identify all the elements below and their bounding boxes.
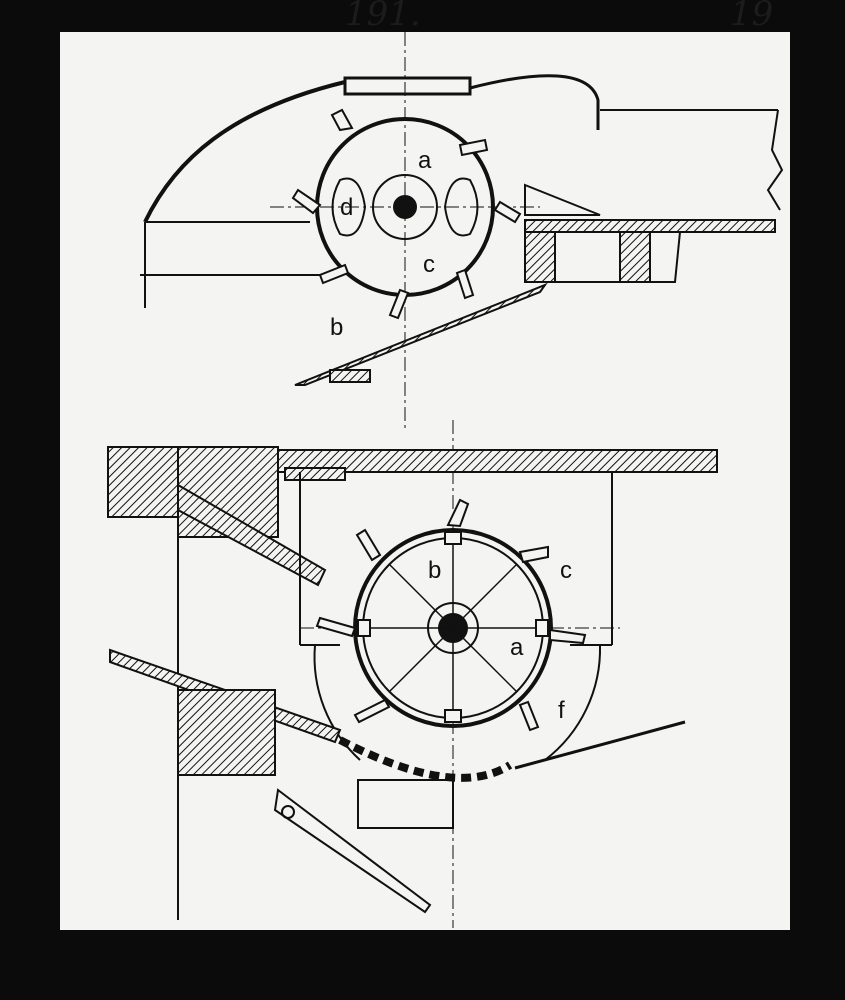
top-label-a: a <box>418 147 432 174</box>
bottom-label-f: f <box>558 697 565 724</box>
bottom-label-a: a <box>510 634 524 661</box>
top-label-d: d <box>340 194 353 221</box>
top-view <box>140 32 784 430</box>
top-label-b: b <box>330 314 343 341</box>
plate-number: 19 <box>730 0 774 34</box>
catalog-number: 191. <box>345 0 421 34</box>
bottom-label-c: c <box>560 557 572 584</box>
top-label-c: c <box>423 251 435 278</box>
bottom-label-b: b <box>428 557 441 584</box>
bottom-view <box>107 420 718 928</box>
